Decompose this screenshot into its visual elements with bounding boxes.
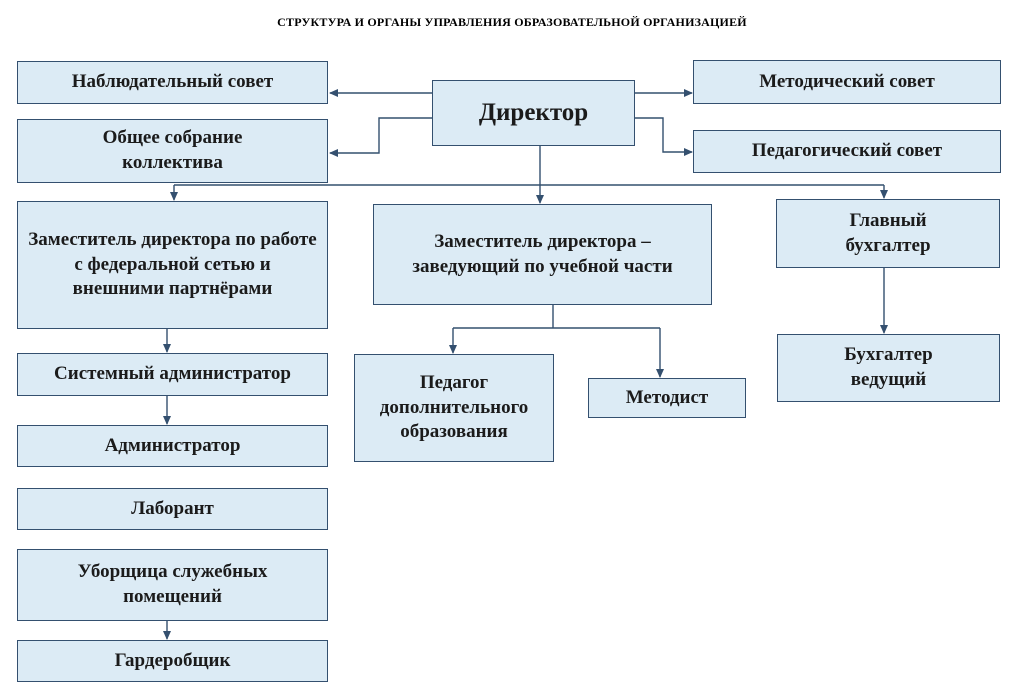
director-label: Директор [478, 98, 589, 126]
cloakroom-label: Гардеробщик [114, 649, 231, 671]
cloakroom-box: Гардеробщик [17, 640, 328, 682]
deputy-federal-box: Заместитель директора по работе с федера… [17, 201, 328, 329]
supervisory-board-box: Наблюдательный совет [17, 61, 328, 104]
cleaner-label: Уборщица служебных помещений [77, 561, 268, 607]
system-admin-label: Системный администратор [54, 363, 291, 385]
supervisory-board-label: Наблюдательный совет [71, 71, 274, 93]
lead-accountant-box: Бухгалтер ведущий [777, 334, 1000, 402]
methodist-box: Методист [588, 378, 746, 418]
methodical-council-label: Методический совет [759, 70, 935, 92]
general-meeting-label: Общее собрание коллектива [102, 127, 243, 173]
lab-assistant-label: Лаборант [131, 497, 214, 519]
administrator-box: Администратор [17, 425, 328, 467]
lab-assistant-box: Лаборант [17, 488, 328, 530]
general-meeting-box: Общее собрание коллектива [17, 119, 328, 183]
pedagogical-council-box: Педагогический совет [693, 130, 1001, 173]
director-box: Директор [432, 80, 635, 146]
methodical-council-box: Методический совет [693, 60, 1001, 104]
lead-accountant-label: Бухгалтер ведущий [844, 344, 933, 390]
page-title: СТРУКТУРА И ОРГАНЫ УПРАВЛЕНИЯ ОБРАЗОВАТЕ… [277, 15, 747, 29]
deputy-federal-label: Заместитель директора по работе с федера… [28, 228, 317, 300]
pedagogical-council-label: Педагогический совет [751, 140, 943, 162]
chief-accountant-box: Главный бухгалтер [776, 199, 1000, 268]
deputy-academic-label: Заместитель директора – заведующий по уч… [412, 230, 673, 277]
system-admin-box: Системный администратор [17, 353, 328, 396]
cleaner-box: Уборщица служебных помещений [17, 549, 328, 621]
deputy-academic-box: Заместитель директора – заведующий по уч… [373, 204, 712, 305]
addl-ed-teacher-label: Педагог дополнительного образования [379, 371, 529, 443]
chief-accountant-label: Главный бухгалтер [845, 209, 931, 256]
methodist-label: Методист [625, 386, 709, 408]
administrator-label: Администратор [104, 434, 241, 456]
addl-ed-teacher-box: Педагог дополнительного образования [354, 354, 554, 462]
